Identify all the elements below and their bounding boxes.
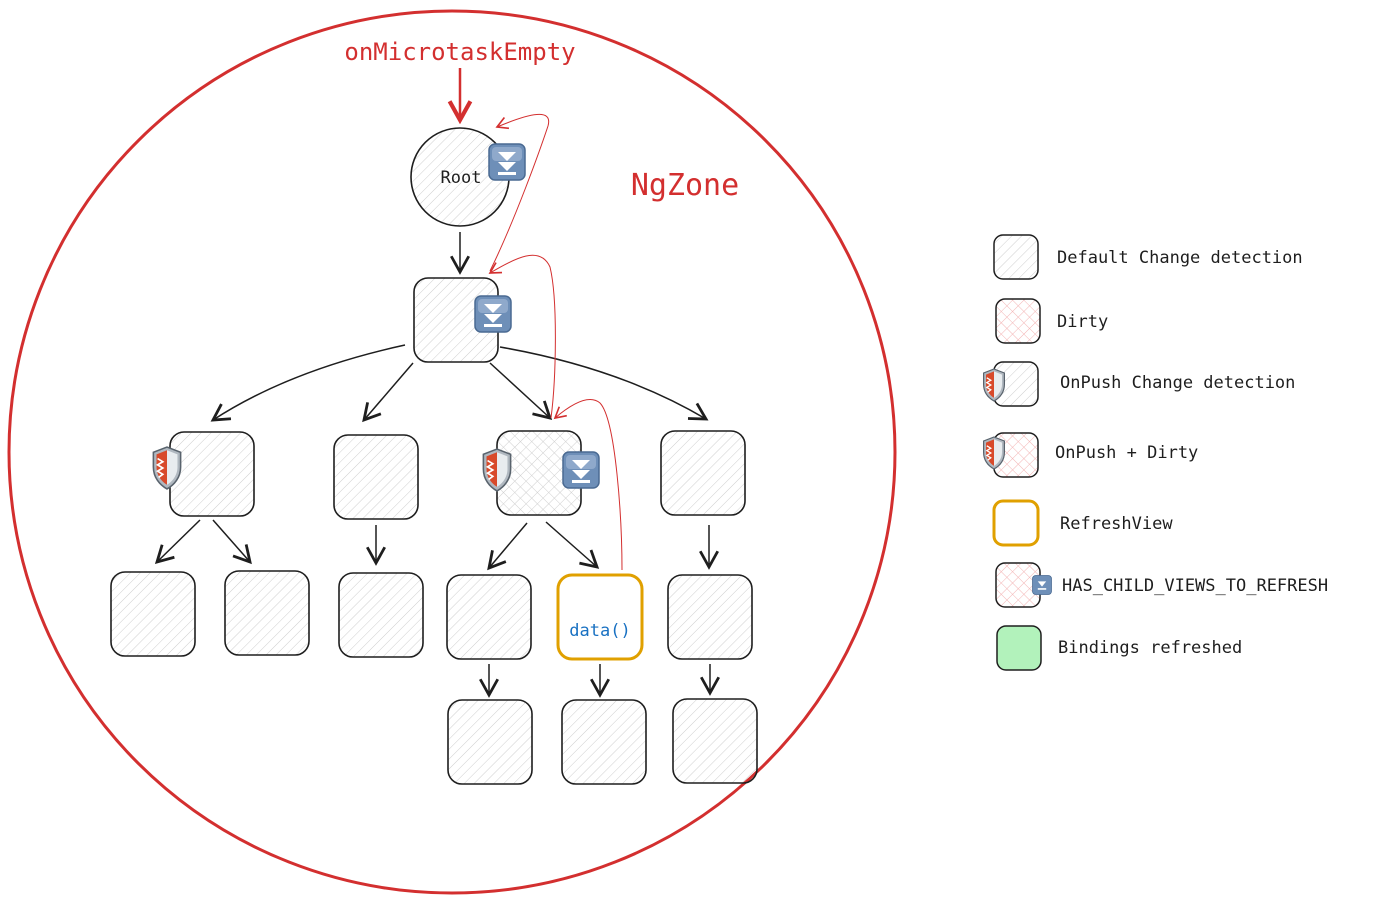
level3-node-a1 [110,571,196,657]
legend-label: RefreshView [1060,514,1173,534]
edge-c-to-c2 [545,521,600,569]
ngzone-boundary [7,9,897,895]
edge-level1-to-b [362,362,414,423]
has-child-views-flag-icon [1032,575,1052,595]
edge-a-to-a2 [212,519,252,565]
edge-level1-to-c [489,362,553,420]
level3-node-c1 [446,574,532,660]
legend-item-dirty: Dirty [995,298,1108,344]
signal-label: data() [569,621,630,641]
level3-node-a2 [224,570,310,656]
edge-a-to-a1 [154,519,201,565]
legend: Default Change detection Dirty OnPush Ch… [982,234,1328,671]
edge-level1-to-a [210,344,406,422]
level3-node-c2-refreshview: data() [556,573,644,661]
has-child-views-flag-icon [474,295,512,333]
level2-node-b [333,434,419,520]
legend-label: Default Change detection [1057,248,1303,268]
level1-node [413,277,512,363]
edge-level1-to-d [499,346,709,421]
legend-item-onpush-dirty: OnPush + Dirty [982,432,1198,478]
legend-label: OnPush + Dirty [1055,443,1198,463]
legend-item-bindings-refreshed: Bindings refreshed [996,625,1242,671]
legend-label: Bindings refreshed [1058,638,1242,658]
has-child-views-flag-icon [562,451,600,489]
legend-label: HAS_CHILD_VIEWS_TO_REFRESH [1062,576,1328,596]
zone-label: NgZone [631,168,739,203]
level2-node-d [660,430,746,516]
edge-c-to-c1 [487,522,528,571]
tree-edges [154,232,720,698]
root-node: Root [410,127,526,227]
event-label: onMicrotaskEmpty [344,38,575,66]
level4-node-c1a [447,699,533,785]
legend-item-onpush: OnPush Change detection [982,361,1295,407]
legend-item-default: Default Change detection [993,234,1303,280]
level3-node-b1 [338,572,424,658]
legend-item-has-child-views: HAS_CHILD_VIEWS_TO_REFRESH [995,562,1328,608]
legend-item-refreshview: RefreshView [992,499,1173,547]
root-label: Root [441,168,482,188]
level2-node-c-onpush [482,430,600,516]
level4-node-d1a [672,698,758,784]
legend-label: OnPush Change detection [1060,373,1295,393]
refresh-propagation-path [488,113,623,571]
level3-node-d1 [667,574,753,660]
level2-node-a-onpush [152,431,255,517]
level4-node-c2a [561,699,647,785]
legend-label: Dirty [1057,312,1108,332]
has-child-views-flag-icon [488,143,526,181]
